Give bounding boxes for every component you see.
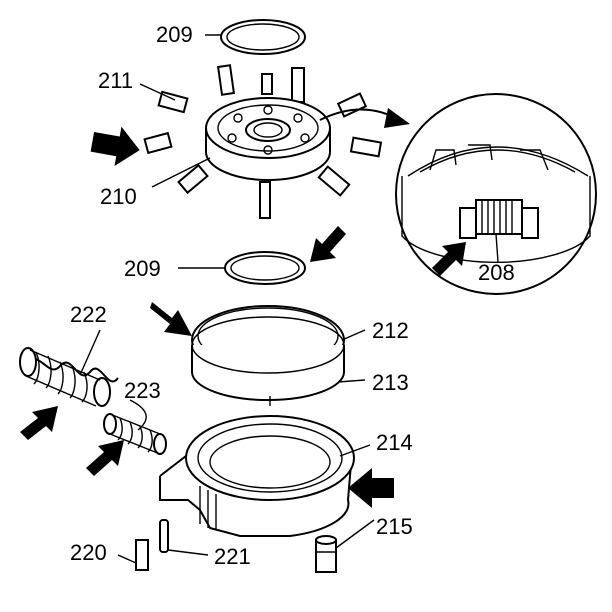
part-212-213-rings: [191, 305, 345, 406]
part-222-spring: [19, 347, 119, 407]
callout-215: 215: [376, 514, 413, 539]
callout-labels: 209 211 210 209 208 212 213 222 223 214 …: [70, 22, 515, 569]
part-209-top-ring: [220, 19, 306, 55]
callout-213: 213: [372, 370, 409, 395]
arrow-ring-212: [150, 302, 192, 336]
callout-211: 211: [98, 68, 133, 93]
part-220-key: [135, 539, 149, 571]
arrow-rotor: [90, 126, 140, 167]
callout-222: 222: [70, 302, 107, 327]
leader-lines: [79, 34, 499, 564]
arrow-spring-222: [20, 406, 58, 440]
callout-212: 212: [372, 318, 409, 343]
part-209-mid-ring: [224, 251, 306, 285]
part-223-spring: [103, 413, 167, 455]
callout-221: 221: [214, 544, 251, 569]
detail-view-208: [319, 93, 597, 295]
callout-208: 208: [478, 260, 515, 285]
callout-214: 214: [376, 430, 413, 455]
callout-210: 210: [100, 184, 137, 209]
callout-223: 223: [124, 378, 161, 403]
callout-220: 220: [70, 540, 107, 565]
arrow-detail: [432, 242, 466, 276]
callout-209-mid: 209: [124, 256, 161, 281]
callout-209-top: 209: [156, 22, 193, 47]
indicator-arrows: [20, 126, 466, 508]
arrow-housing: [348, 468, 394, 508]
part-221-pin: [159, 519, 169, 553]
part-210-rotor-assembly: [143, 64, 383, 219]
arrow-spring-223: [86, 440, 124, 476]
arrow-ring-209: [310, 226, 346, 262]
part-214-housing: [159, 415, 355, 537]
part-215-plug: [315, 535, 337, 573]
